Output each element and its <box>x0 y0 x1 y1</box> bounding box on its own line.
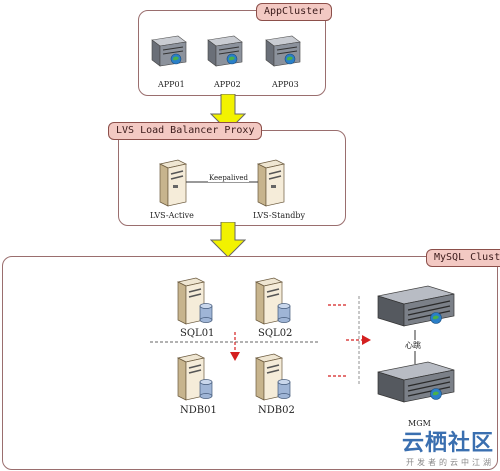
app-server-label: APP02 <box>214 80 241 89</box>
flow-arrow-icon <box>210 222 246 258</box>
ndb-node-icon <box>254 352 294 402</box>
ndb-node-label: NDB02 <box>258 405 295 416</box>
app-server-icon <box>262 32 302 68</box>
sql-node-icon <box>254 276 294 326</box>
sql-node-label: SQL01 <box>180 328 215 339</box>
app-server-icon <box>148 32 188 68</box>
mgm-arrow <box>346 334 372 346</box>
dashed-link <box>328 303 348 307</box>
heartbeat-label: 心跳 <box>404 340 422 351</box>
app-server-label: APP03 <box>272 80 299 89</box>
lvs-active-label: LVS-Active <box>150 211 194 220</box>
lvs-standby-label: LVS-Standby <box>253 211 305 220</box>
vertical-divider <box>357 296 361 386</box>
lvs-active-server-icon <box>158 158 188 208</box>
mgm-server-icon <box>376 360 456 408</box>
keepalived-label: Keepalived <box>208 174 250 182</box>
watermark-title: 云栖社区 <box>401 431 494 456</box>
app-server-label: APP01 <box>158 80 185 89</box>
mysql-cluster-title: MySQL Cluster <box>426 249 500 267</box>
keepalived-link <box>186 180 258 184</box>
dashed-link <box>328 374 348 378</box>
app-server-icon <box>204 32 244 68</box>
lvs-panel-title: LVS Load Balancer Proxy <box>108 122 263 140</box>
watermark-subtitle: 开发者的云中江湖 <box>406 458 494 467</box>
mgm-server-icon <box>376 284 456 332</box>
sql-node-icon <box>176 276 216 326</box>
ndb-node-icon <box>176 352 216 402</box>
lvs-standby-server-icon <box>256 158 286 208</box>
sql-node-label: SQL02 <box>258 328 293 339</box>
mgm-label: MGM <box>408 419 431 428</box>
sql-to-ndb-arrow <box>229 332 241 362</box>
watermark: 云栖社区 开发者的云中江湖 <box>402 425 494 468</box>
ndb-node-label: NDB01 <box>180 405 217 416</box>
app-cluster-title: AppCluster <box>256 3 333 21</box>
